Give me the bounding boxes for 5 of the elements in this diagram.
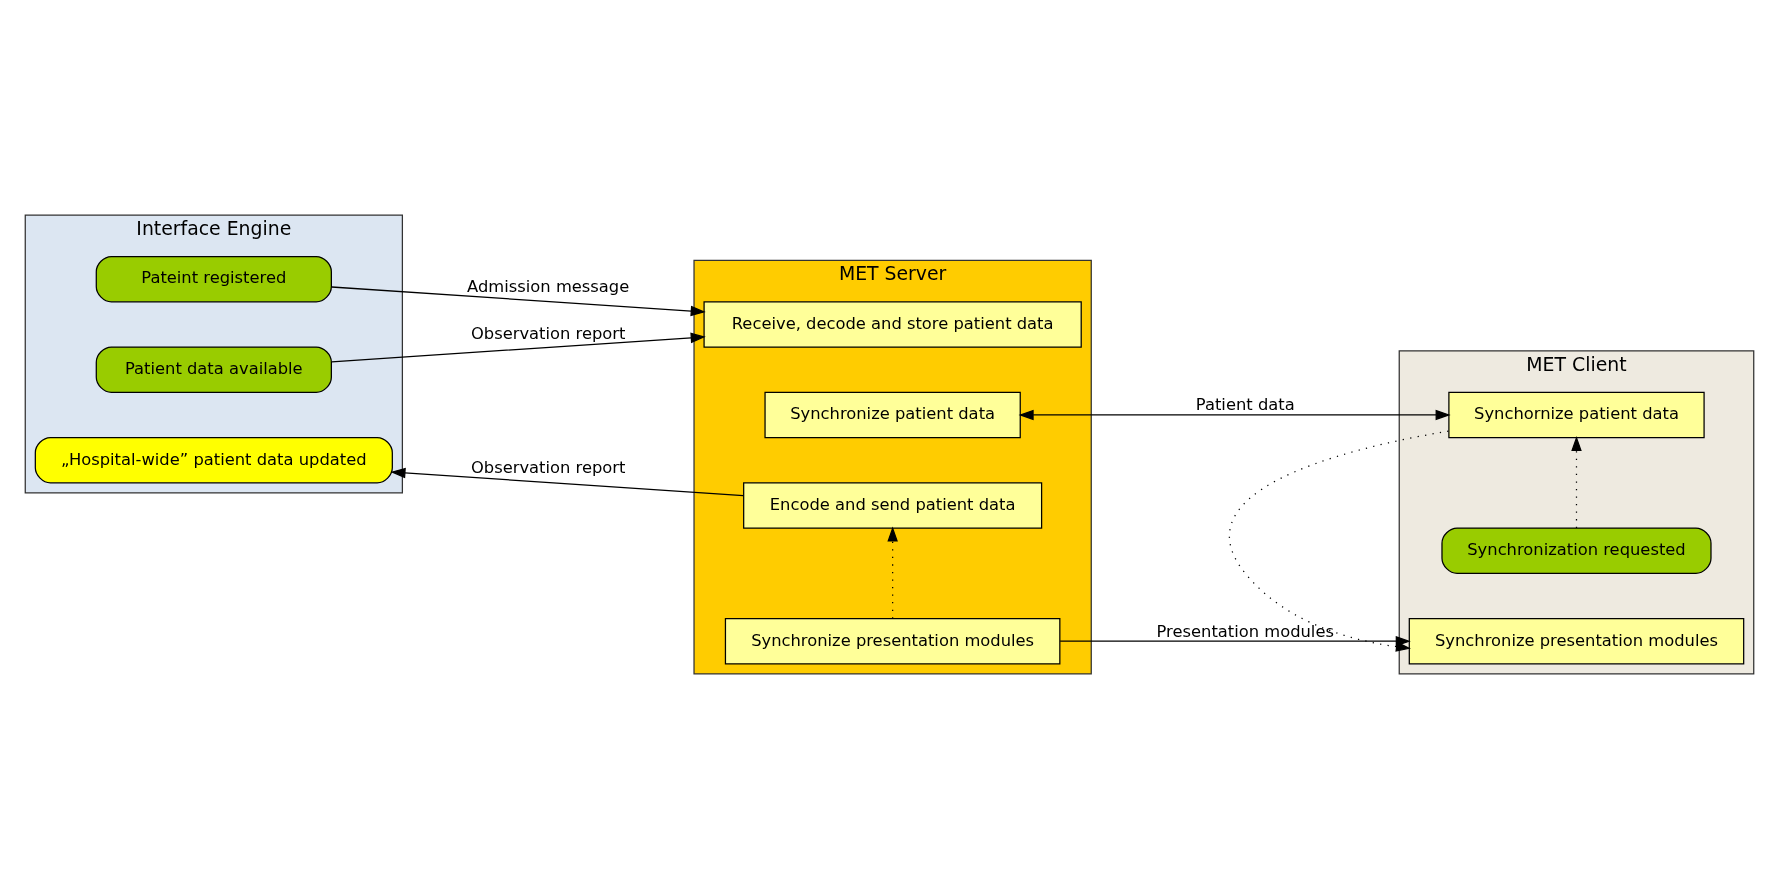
- edge-label: Observation report: [470, 323, 625, 343]
- edge-label: Presentation modules: [1156, 621, 1334, 641]
- edge-label: Patient data: [1195, 394, 1295, 414]
- edge-label: Admission message: [466, 276, 629, 296]
- edge-label: Observation report: [470, 457, 625, 477]
